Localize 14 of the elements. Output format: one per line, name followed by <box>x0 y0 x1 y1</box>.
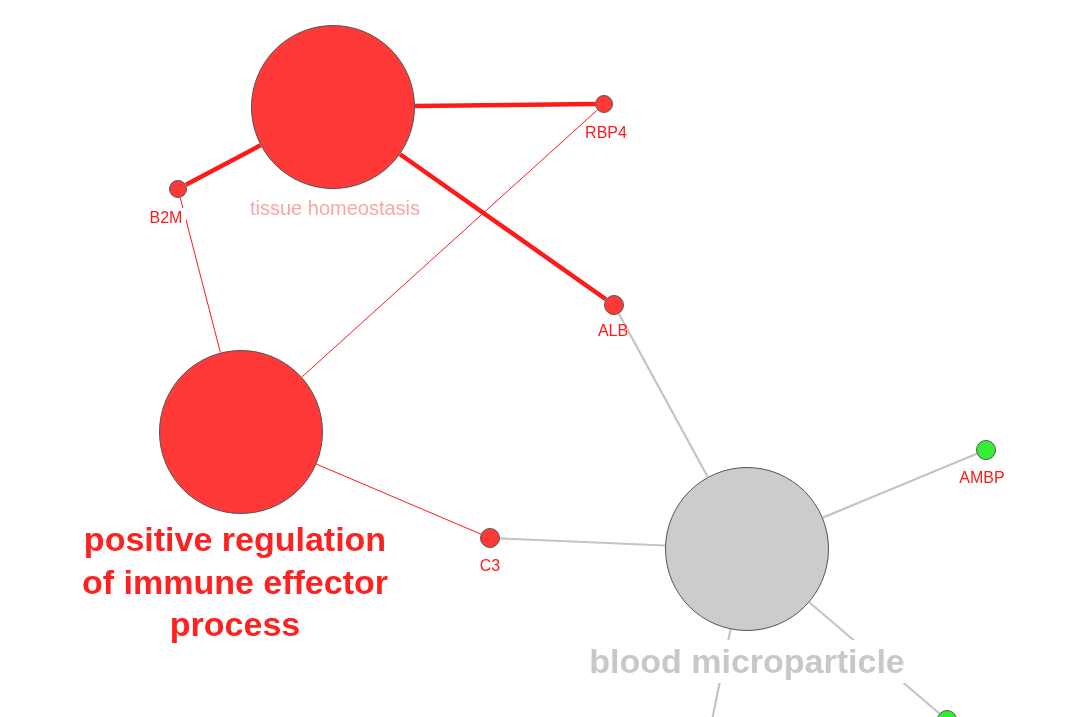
connector-line <box>414 101 596 109</box>
node-label: ALB <box>596 321 630 341</box>
connector-line <box>398 152 608 302</box>
connector-line <box>179 197 221 354</box>
node-label: positive regulation of immune effector process <box>80 519 389 645</box>
node-label: AMBP <box>958 468 1006 488</box>
node-label: C3 <box>478 556 502 576</box>
connector-line <box>822 452 978 519</box>
connector-line <box>499 537 666 547</box>
connector-line <box>315 463 482 535</box>
node-label: RBP4 <box>584 123 628 143</box>
node-label: tissue homeostasis <box>248 196 422 221</box>
connector-line <box>617 313 709 478</box>
connector-line <box>301 109 598 378</box>
